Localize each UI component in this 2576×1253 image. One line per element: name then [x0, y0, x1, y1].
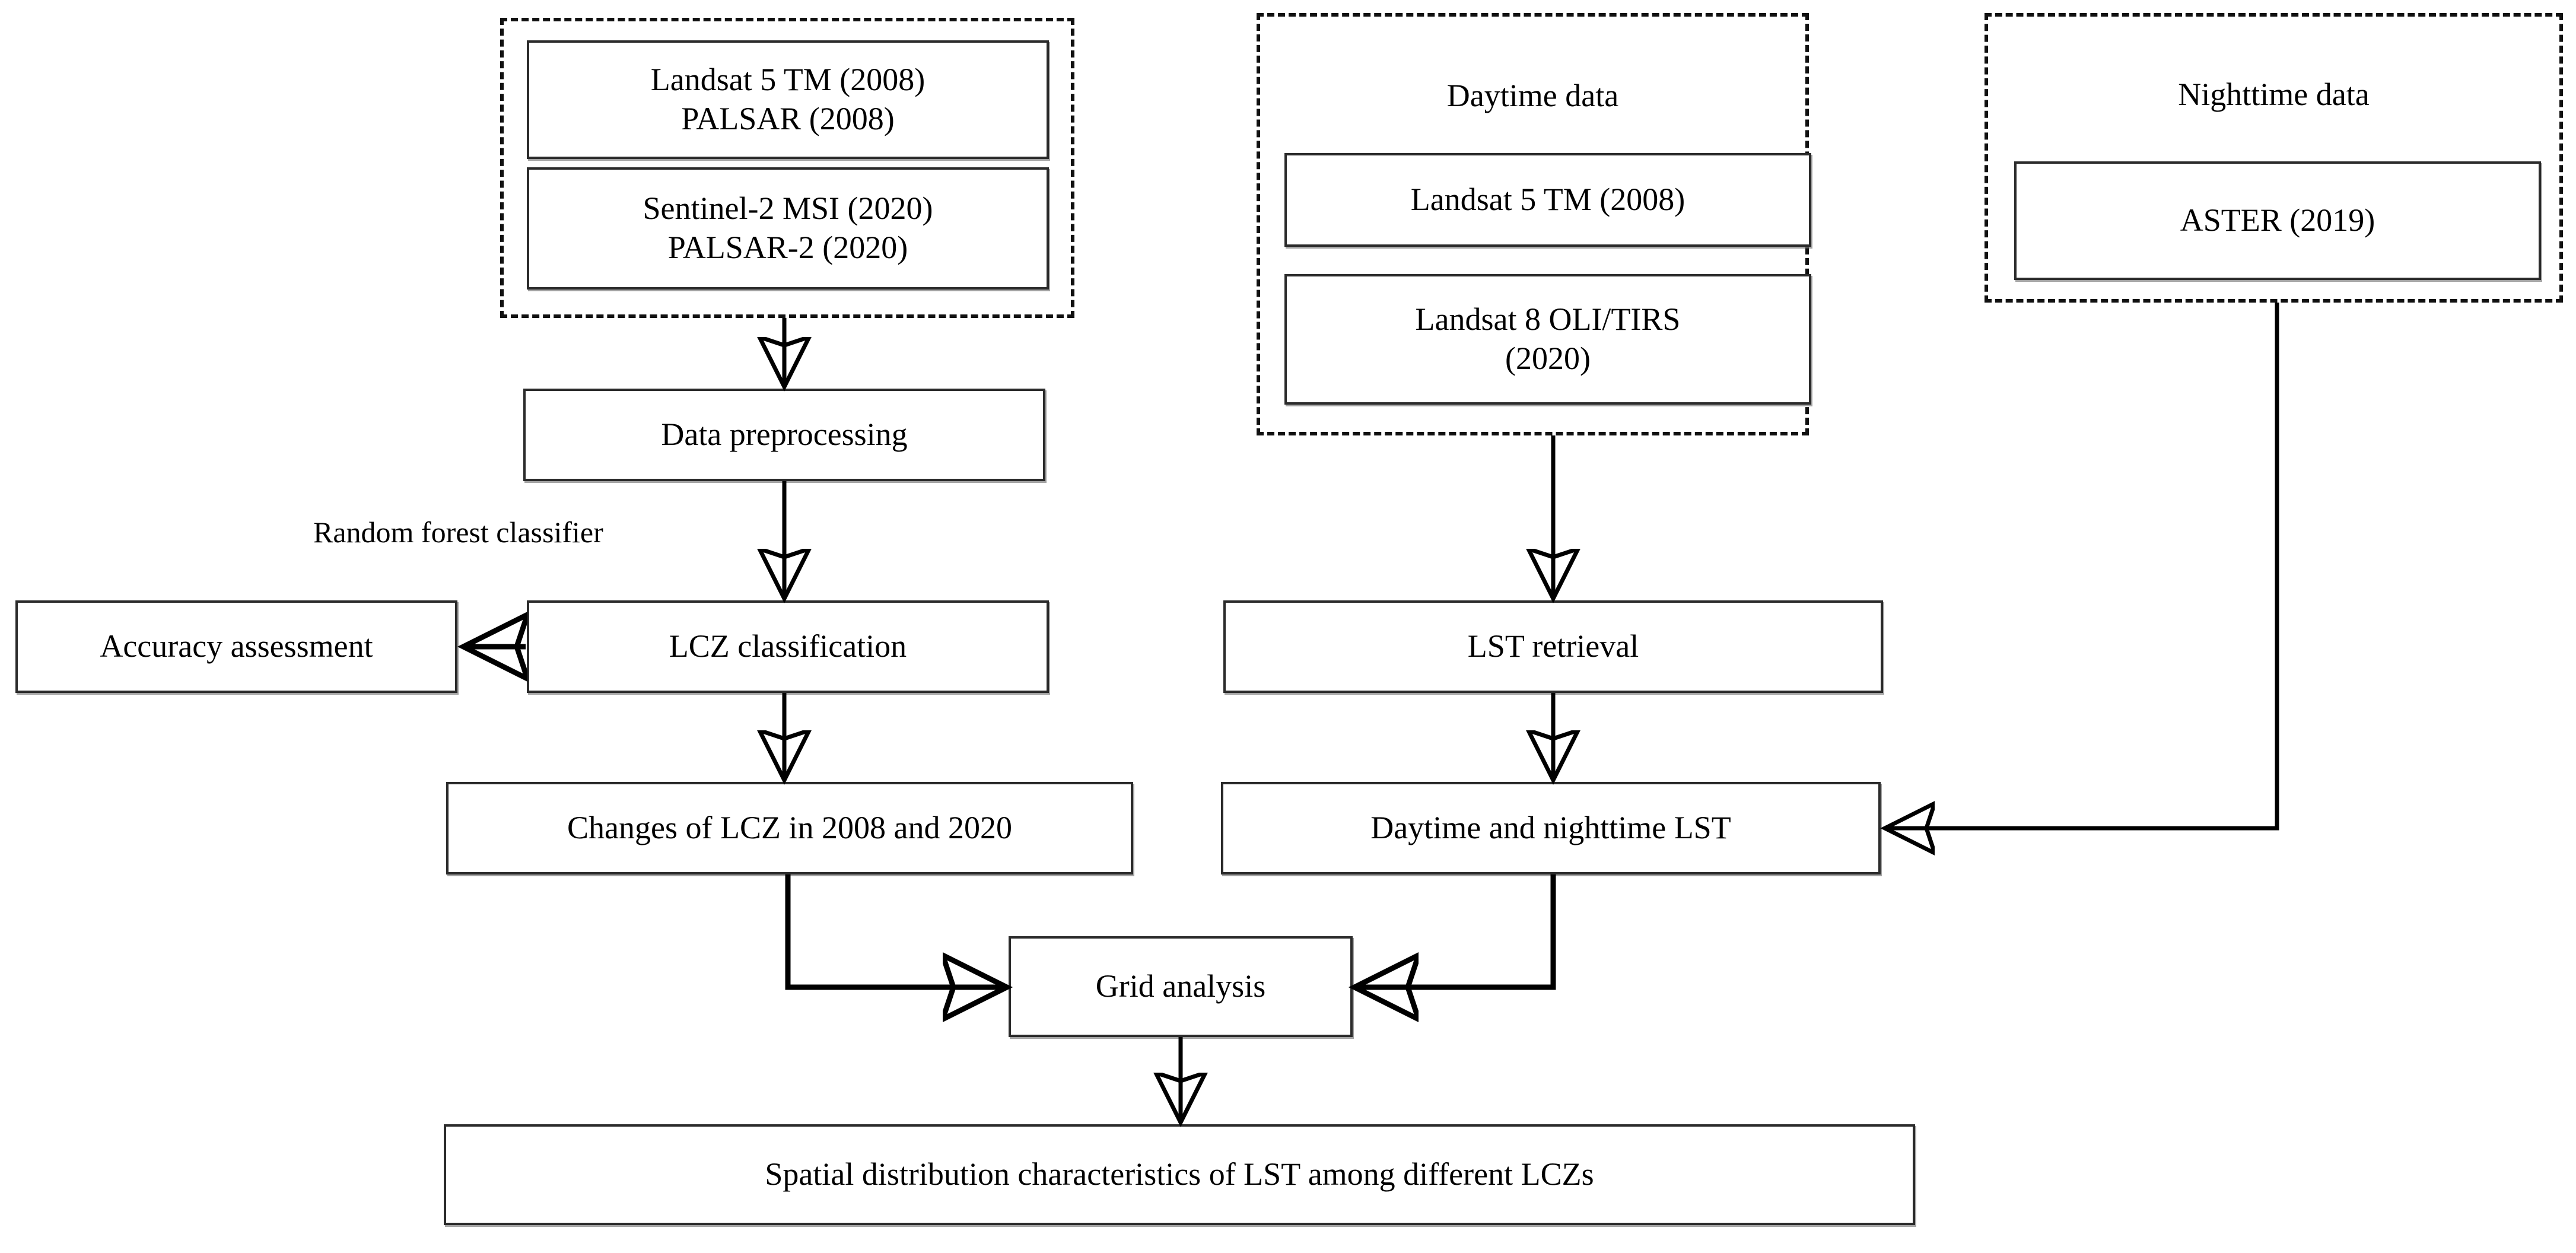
node-lcz-classification[interactable]: LCZ classification: [527, 600, 1049, 693]
node-line: Sentinel-2 MSI (2020): [643, 190, 933, 227]
node-line: Landsat 5 TM (2008): [650, 62, 926, 98]
nighttime-data-group-title: Nighttime data: [2178, 77, 2370, 112]
node-landsat5-palsar-2008[interactable]: Landsat 5 TM (2008) PALSAR (2008): [527, 40, 1049, 159]
daytime-data-group-title: Daytime data: [1446, 78, 1619, 113]
nighttime-data-group: [1985, 13, 2563, 303]
edge-nighttime-to-daynight: [1889, 303, 2279, 828]
edge-changes-to-grid: [785, 874, 1001, 987]
node-line: Landsat 8 OLI/TIRS: [1415, 301, 1681, 338]
node-grid-analysis[interactable]: Grid analysis: [1009, 936, 1353, 1037]
node-line: PALSAR-2 (2020): [667, 230, 908, 265]
node-spatial-distribution-result[interactable]: Spatial distribution characteristics of …: [444, 1124, 1915, 1225]
node-changes-of-lcz[interactable]: Changes of LCZ in 2008 and 2020: [446, 782, 1133, 874]
node-sentinel2-palsar2-2020[interactable]: Sentinel-2 MSI (2020) PALSAR-2 (2020): [527, 167, 1049, 290]
node-daytime-nighttime-lst[interactable]: Daytime and nighttime LST: [1221, 782, 1881, 874]
classification-data-group: [500, 18, 1074, 318]
node-data-preprocessing[interactable]: Data preprocessing: [523, 389, 1045, 481]
node-line: PALSAR (2008): [681, 101, 895, 136]
edge-label-random-forest-classifier: Random forest classifier: [313, 516, 603, 549]
node-line: ASTER (2019): [2180, 202, 2375, 238]
node-line: Landsat 5 TM (2008): [1410, 182, 1685, 218]
edge-daynight-to-grid: [1360, 874, 1556, 987]
node-landsat8-oli-tirs-2020[interactable]: Landsat 8 OLI/TIRS (2020): [1284, 274, 1811, 405]
node-landsat5-tm-2008[interactable]: Landsat 5 TM (2008): [1284, 153, 1811, 247]
node-line: (2020): [1505, 341, 1591, 376]
node-accuracy-assessment[interactable]: Accuracy assessment: [15, 600, 457, 693]
node-aster-2019[interactable]: ASTER (2019): [2014, 161, 2541, 280]
node-lst-retrieval[interactable]: LST retrieval: [1223, 600, 1883, 693]
